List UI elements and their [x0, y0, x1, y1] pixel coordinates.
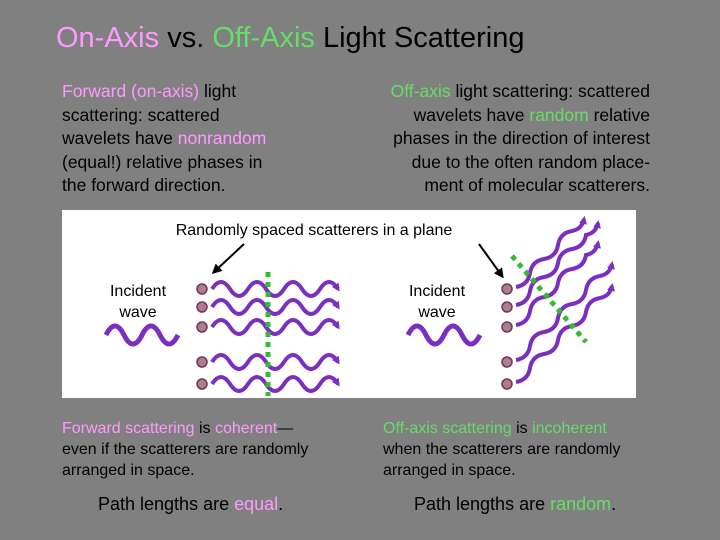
forward-wavelets [212, 282, 338, 391]
left-line-2: scattering: scattered [62, 104, 332, 128]
scatterer [197, 322, 207, 332]
incident-wave-label-left: wave [118, 304, 156, 321]
path-lengths-random: Path lengths are random. [414, 494, 616, 515]
forward-on-axis-term: Forward (on-axis) [62, 81, 199, 101]
random-term: random [529, 105, 588, 125]
nonrandom-term: nonrandom [178, 128, 267, 148]
scatterer [197, 284, 207, 294]
right-line-5: ment of molecular scatterers. [320, 174, 650, 198]
random-path-term: random [550, 494, 611, 514]
pointer-arrow-right [479, 244, 502, 276]
off-axis-caption-line-2: when the scatterers are randomly [383, 439, 683, 460]
title-rest: Light Scattering [315, 22, 525, 54]
right-line-1: light scattering: scattered [451, 81, 650, 101]
caption-dash: — [277, 420, 293, 437]
caption-is-right: is [512, 420, 532, 437]
forward-wavelet [212, 377, 338, 391]
off-axis-wavelet [516, 286, 612, 382]
scattering-diagram: Randomly spaced scatterers in a plane In… [62, 210, 636, 398]
right-line-2c: relative [589, 105, 650, 125]
incident-label-right: Incident [409, 283, 466, 300]
forward-wavelet [212, 320, 338, 334]
forward-wavelet [212, 300, 338, 314]
forward-caption: Forward scattering is coherent— even if … [62, 418, 362, 481]
equal-term: equal [234, 494, 278, 514]
scatterer [502, 284, 512, 294]
path-lengths-label-right: Path lengths are [414, 494, 550, 514]
path-lengths-label-left: Path lengths are [98, 494, 234, 514]
incident-label-left: Incident [110, 283, 167, 300]
incident-wave-left [106, 326, 178, 344]
forward-wavelet [212, 355, 338, 369]
scatterer [197, 379, 207, 389]
scatterer [502, 379, 512, 389]
scattering-diagram-svg: Randomly spaced scatterers in a plane In… [62, 210, 636, 398]
coherent-term: coherent [215, 420, 277, 437]
forward-scattering-paragraph: Forward (on-axis) light scattering: scat… [62, 80, 332, 198]
scatterer [502, 357, 512, 367]
off-axis-wavelets [516, 219, 612, 382]
scatterer [197, 302, 207, 312]
off-axis-scattering-term: Off-axis scattering [383, 420, 512, 437]
right-line-3: phases in the direction of interest [320, 127, 650, 151]
title-on-axis: On-Axis [56, 22, 159, 54]
incoherent-term: incoherent [532, 420, 607, 437]
incident-wave-label-right: wave [417, 304, 455, 321]
path-lengths-equal: Path lengths are equal. [98, 494, 283, 515]
pointer-arrow-left [214, 244, 244, 272]
incident-wave-right [408, 326, 480, 344]
off-axis-caption-line-3: arranged in space. [383, 460, 683, 481]
period-left: . [278, 494, 283, 514]
scatterer [502, 322, 512, 332]
left-line-3: wavelets have [62, 128, 178, 148]
scatterer [502, 302, 512, 312]
right-line-2a: wavelets have [414, 105, 530, 125]
title-off-axis: Off-Axis [212, 22, 315, 54]
off-axis-term: Off-axis [391, 81, 451, 101]
right-line-4: due to the often random place- [320, 151, 650, 175]
scatterers-right [502, 284, 512, 389]
off-axis-caption: Off-axis scattering is incoherent when t… [383, 418, 683, 481]
forward-wavelet [212, 282, 338, 296]
period-right: . [611, 494, 616, 514]
slide-title: On-Axis vs. Off-Axis Light Scattering [56, 22, 524, 55]
forward-caption-line-2: even if the scatterers are randomly [62, 439, 362, 460]
left-line-5: the forward direction. [62, 174, 332, 198]
scatterer [197, 357, 207, 367]
forward-scattering-term: Forward scattering [62, 420, 195, 437]
off-axis-scattering-paragraph: Off-axis light scattering: scattered wav… [320, 80, 650, 198]
title-vs: vs. [159, 22, 212, 54]
scatterers-plane-label: Randomly spaced scatterers in a plane [176, 222, 453, 239]
forward-caption-line-3: arranged in space. [62, 460, 362, 481]
caption-is: is [195, 420, 215, 437]
left-line-1: light [199, 81, 236, 101]
scatterers-left [197, 284, 207, 389]
left-line-4: (equal!) relative phases in [62, 151, 332, 175]
